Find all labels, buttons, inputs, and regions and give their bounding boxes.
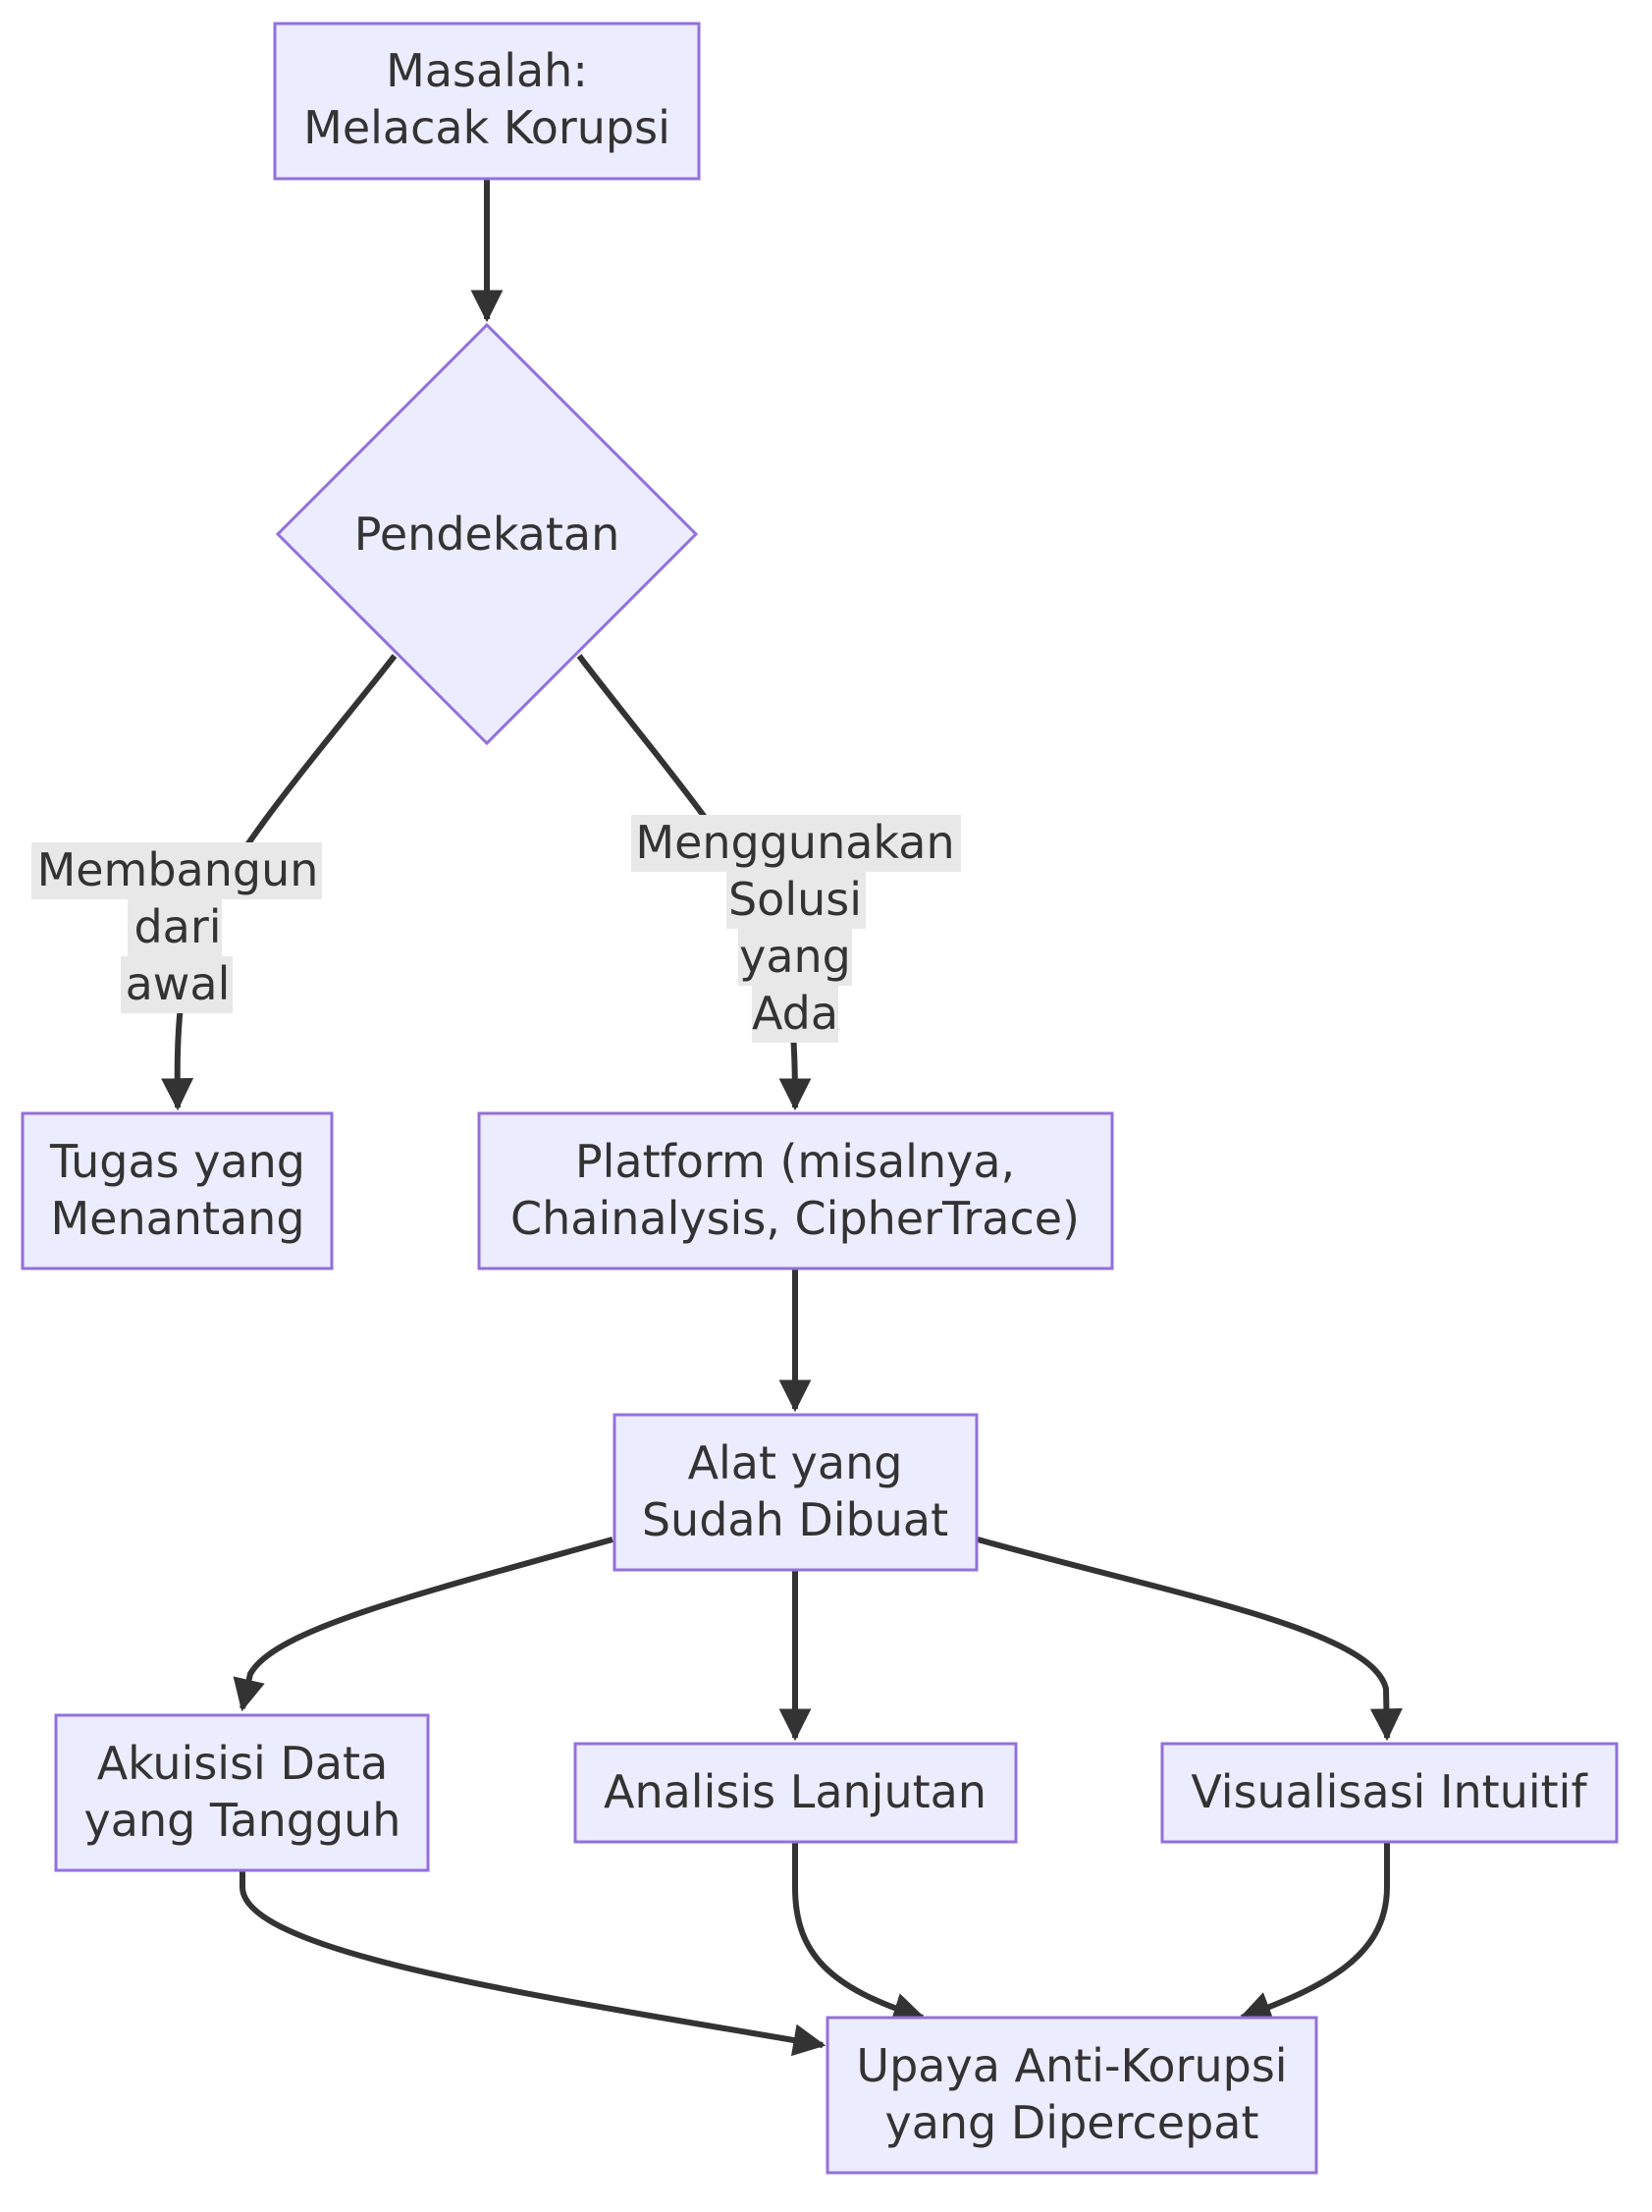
- node-tugas: Tugas yang Menantang: [21, 1111, 334, 1270]
- edge-label-line: yang: [739, 930, 851, 983]
- node-label: Menantang: [50, 1192, 304, 1245]
- node-visualisasi: Visualisasi Intuitif: [1160, 1742, 1619, 1844]
- edge-visualisasi-to-upaya: [1238, 1840, 1390, 2023]
- node-label: yang Tangguh: [84, 1794, 401, 1847]
- node-label: Platform (misalnya,: [575, 1135, 1015, 1188]
- node-label: Upaya Anti-Korupsi: [856, 2039, 1287, 2092]
- edge-label-line: Solusi: [728, 873, 862, 926]
- edge-label-line: dari: [133, 900, 221, 953]
- node-upaya: Upaya Anti-Korupsi yang Dipercepat: [826, 2016, 1318, 2175]
- edge-label-membangun-dari-awal: Membangun dari awal: [31, 842, 322, 1013]
- edge-akuisisi-to-upaya: [240, 1870, 826, 2057]
- edge-label-line: Membangun: [37, 843, 319, 896]
- node-label: Alat yang: [688, 1436, 903, 1489]
- node-label: Tugas yang: [49, 1135, 305, 1188]
- node-masalah: Masalah: Melacak Korupsi: [273, 22, 701, 181]
- edge-analisis-to-upaya: [792, 1840, 927, 2024]
- edge-alat-to-akuisisi: [233, 1537, 613, 1712]
- node-akuisisi: Akuisisi Data yang Tangguh: [54, 1713, 430, 1872]
- node-alat: Alat yang Sudah Dibuat: [613, 1413, 979, 1572]
- edge-label-menggunakan-solusi-yang-ada: Menggunakan Solusi yang Ada: [631, 815, 961, 1043]
- node-pendekatan: Pendekatan: [275, 322, 699, 746]
- node-label: Analisis Lanjutan: [604, 1765, 986, 1818]
- node-label: Visualisasi Intuitif: [1191, 1765, 1588, 1818]
- node-label: Sudah Dibuat: [642, 1493, 948, 1546]
- node-label: Pendekatan: [354, 508, 619, 561]
- node-label: Masalah:: [386, 44, 588, 97]
- edge-label-line: Ada: [752, 987, 838, 1040]
- edge-label-line: Menggunakan: [635, 816, 954, 869]
- node-label: yang Dipercepat: [884, 2096, 1258, 2149]
- node-label: Melacak Korupsi: [303, 101, 670, 154]
- node-label: Akuisisi Data: [97, 1737, 389, 1790]
- node-platform: Platform (misalnya, Chainalysis, CipherT…: [477, 1111, 1114, 1270]
- node-label: Chainalysis, CipherTrace): [510, 1192, 1080, 1245]
- node-analisis: Analisis Lanjutan: [573, 1742, 1018, 1844]
- edge-alat-to-visualisasi: [977, 1537, 1403, 1742]
- edge-label-line: awal: [126, 957, 231, 1010]
